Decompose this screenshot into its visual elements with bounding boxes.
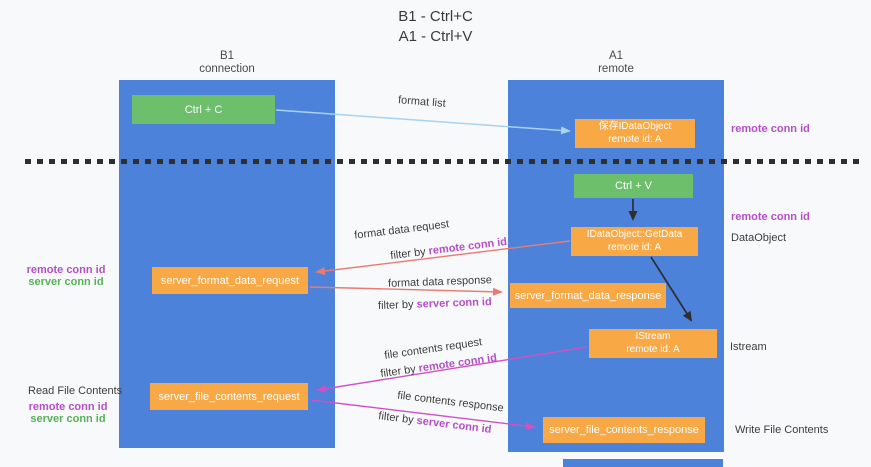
right-remote-conn-id-mid: remote conn id — [731, 211, 810, 223]
istream-side-label: Istream — [730, 341, 767, 353]
lifeline-column-a1-continuation — [563, 459, 723, 467]
format-data-response-label: format data response — [387, 274, 493, 290]
server-file-contents-response-box: server_file_contents_response — [543, 417, 705, 443]
file-contents-response-filter: filter by server conn id — [378, 410, 492, 436]
idataobject-getdata-box: IDataObject::GetData remote id: A — [571, 227, 698, 256]
ctrl-v-label: Ctrl + V — [615, 180, 652, 192]
title-line-1: B1 - Ctrl+C — [398, 8, 473, 25]
istream-line2: remote id: A — [626, 343, 680, 355]
istream-line1: IStream — [635, 331, 671, 342]
server-conn-id-filter-4: server conn id — [415, 414, 493, 436]
server-file-contents-response-label: server_file_contents_response — [549, 424, 699, 436]
write-file-contents-label: Write File Contents — [735, 424, 829, 436]
server-format-data-response-box: server_format_data_response — [510, 283, 666, 308]
right-remote-conn-id-top: remote conn id — [731, 123, 810, 135]
column-header-b1: B1 connection — [167, 50, 287, 76]
filter-by-text-4: filter by — [377, 410, 415, 427]
server-format-data-response-label: server_format_data_response — [514, 289, 662, 302]
server-format-data-request-label: server_format_data_request — [160, 274, 300, 287]
column-header-a1: A1 remote — [556, 50, 676, 76]
server-file-contents-request-box: server_file_contents_request — [150, 383, 308, 410]
filter-by-text-1: filter by — [389, 245, 427, 263]
istream-box: IStream remote id: A — [589, 329, 717, 358]
left-conn-id-pair-1: remote conn id server conn id — [18, 264, 114, 288]
left-remote-conn-id-1: remote conn id — [26, 264, 106, 276]
filter-by-text-2: filter by — [377, 298, 414, 312]
read-file-contents-label: Read File Contents — [28, 385, 123, 397]
dataobject-label: DataObject — [731, 232, 787, 244]
format-data-request-filter: filter by remote conn id — [390, 236, 508, 262]
ctrl-c-label: Ctrl + C — [184, 103, 223, 116]
left-server-conn-id-2: server conn id — [30, 413, 106, 425]
server-file-contents-request-label: server_file_contents_request — [158, 390, 300, 403]
format-data-request-label: format data request — [353, 218, 450, 242]
filter-by-text-3: filter by — [379, 363, 417, 381]
session-separator-line — [25, 159, 863, 164]
left-conn-id-pair-2: remote conn id server conn id — [20, 401, 116, 425]
title-line-2: A1 - Ctrl+V — [398, 28, 473, 45]
column-a1-name: A1 — [608, 50, 624, 62]
left-server-conn-id-1: server conn id — [28, 276, 104, 288]
remote-conn-id-filter-1: remote conn id — [427, 235, 508, 258]
format-list-label: format list — [397, 94, 447, 110]
save-idataobject-line1: 保存IDataObject — [598, 121, 672, 132]
server-conn-id-filter-2: server conn id — [416, 296, 492, 311]
idataobject-getdata-line2: remote id: A — [607, 241, 662, 253]
left-remote-conn-id-2: remote conn id — [28, 401, 108, 413]
server-format-data-request-box: server_format_data_request — [152, 267, 308, 294]
ctrl-v-box: Ctrl + V — [574, 174, 693, 198]
diagram-title: B1 - Ctrl+C A1 - Ctrl+V — [0, 7, 871, 47]
save-idataobject-box: 保存IDataObject remote id: A — [575, 119, 695, 148]
save-idataobject-line2: remote id: A — [608, 133, 662, 145]
column-a1-role: remote — [598, 63, 634, 75]
idataobject-getdata-line1: IDataObject::GetData — [586, 229, 683, 240]
ctrl-c-box: Ctrl + C — [132, 95, 275, 124]
file-contents-response-label: file contents response — [396, 389, 505, 415]
column-b1-role: connection — [199, 63, 255, 75]
column-b1-name: B1 — [219, 50, 235, 62]
format-data-response-filter: filter by server conn id — [378, 296, 492, 312]
